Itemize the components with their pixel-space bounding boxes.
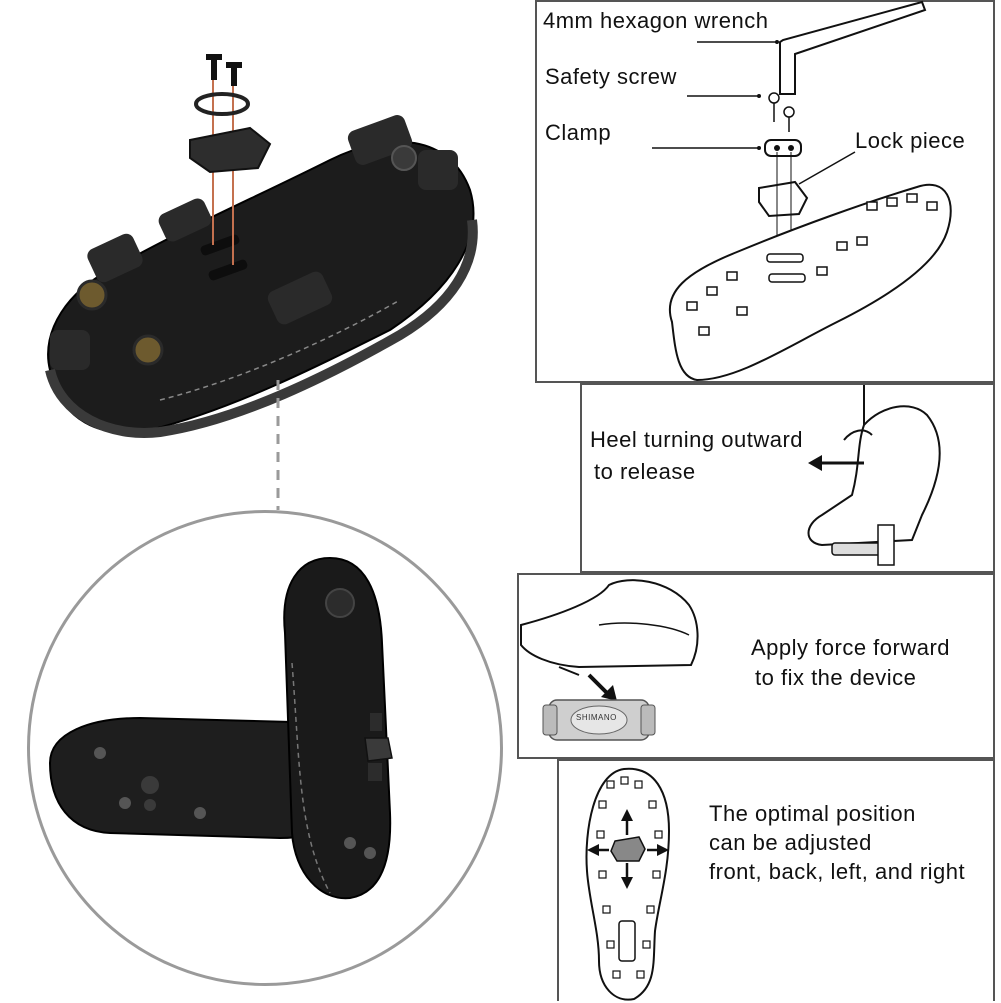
- engage-text-line2: to fix the device: [755, 665, 917, 690]
- adjust-text-line3: front, back, left, and right: [709, 859, 966, 884]
- adjust-text-line2: can be adjusted: [709, 830, 872, 855]
- adjust-panel: The optimal position can be adjusted fro…: [557, 759, 995, 1001]
- engage-diagram: [520, 579, 699, 741]
- release-text-line2: to release: [594, 459, 696, 484]
- adjust-diagram: [585, 767, 671, 1001]
- shoe-sole-illustration: [45, 54, 478, 438]
- release-panel: Heel turning outward to release: [580, 383, 995, 573]
- assembly-diagram: [652, 0, 952, 382]
- release-diagram: [807, 385, 941, 566]
- adjust-text-line1: The optimal position: [709, 801, 916, 826]
- lock-piece-label: Lock piece: [855, 128, 966, 153]
- shoe-exploded-photo: [30, 40, 490, 460]
- release-text-line1: Heel turning outward: [590, 427, 804, 452]
- shoe-pair-illustration: [48, 556, 393, 900]
- pedal-brand-label: SHIMANO: [576, 713, 617, 722]
- shoes-circle-photo: [27, 510, 503, 986]
- engage-panel: Apply force forward to fix the device: [517, 573, 995, 759]
- engage-text-line1: Apply force forward: [751, 635, 951, 660]
- clamp-label: Clamp: [545, 120, 612, 145]
- assembly-panel: 4mm hexagon wrench Safety screw Clamp Lo…: [535, 0, 995, 383]
- screw-label: Safety screw: [545, 64, 677, 89]
- wrench-label: 4mm hexagon wrench: [543, 8, 769, 33]
